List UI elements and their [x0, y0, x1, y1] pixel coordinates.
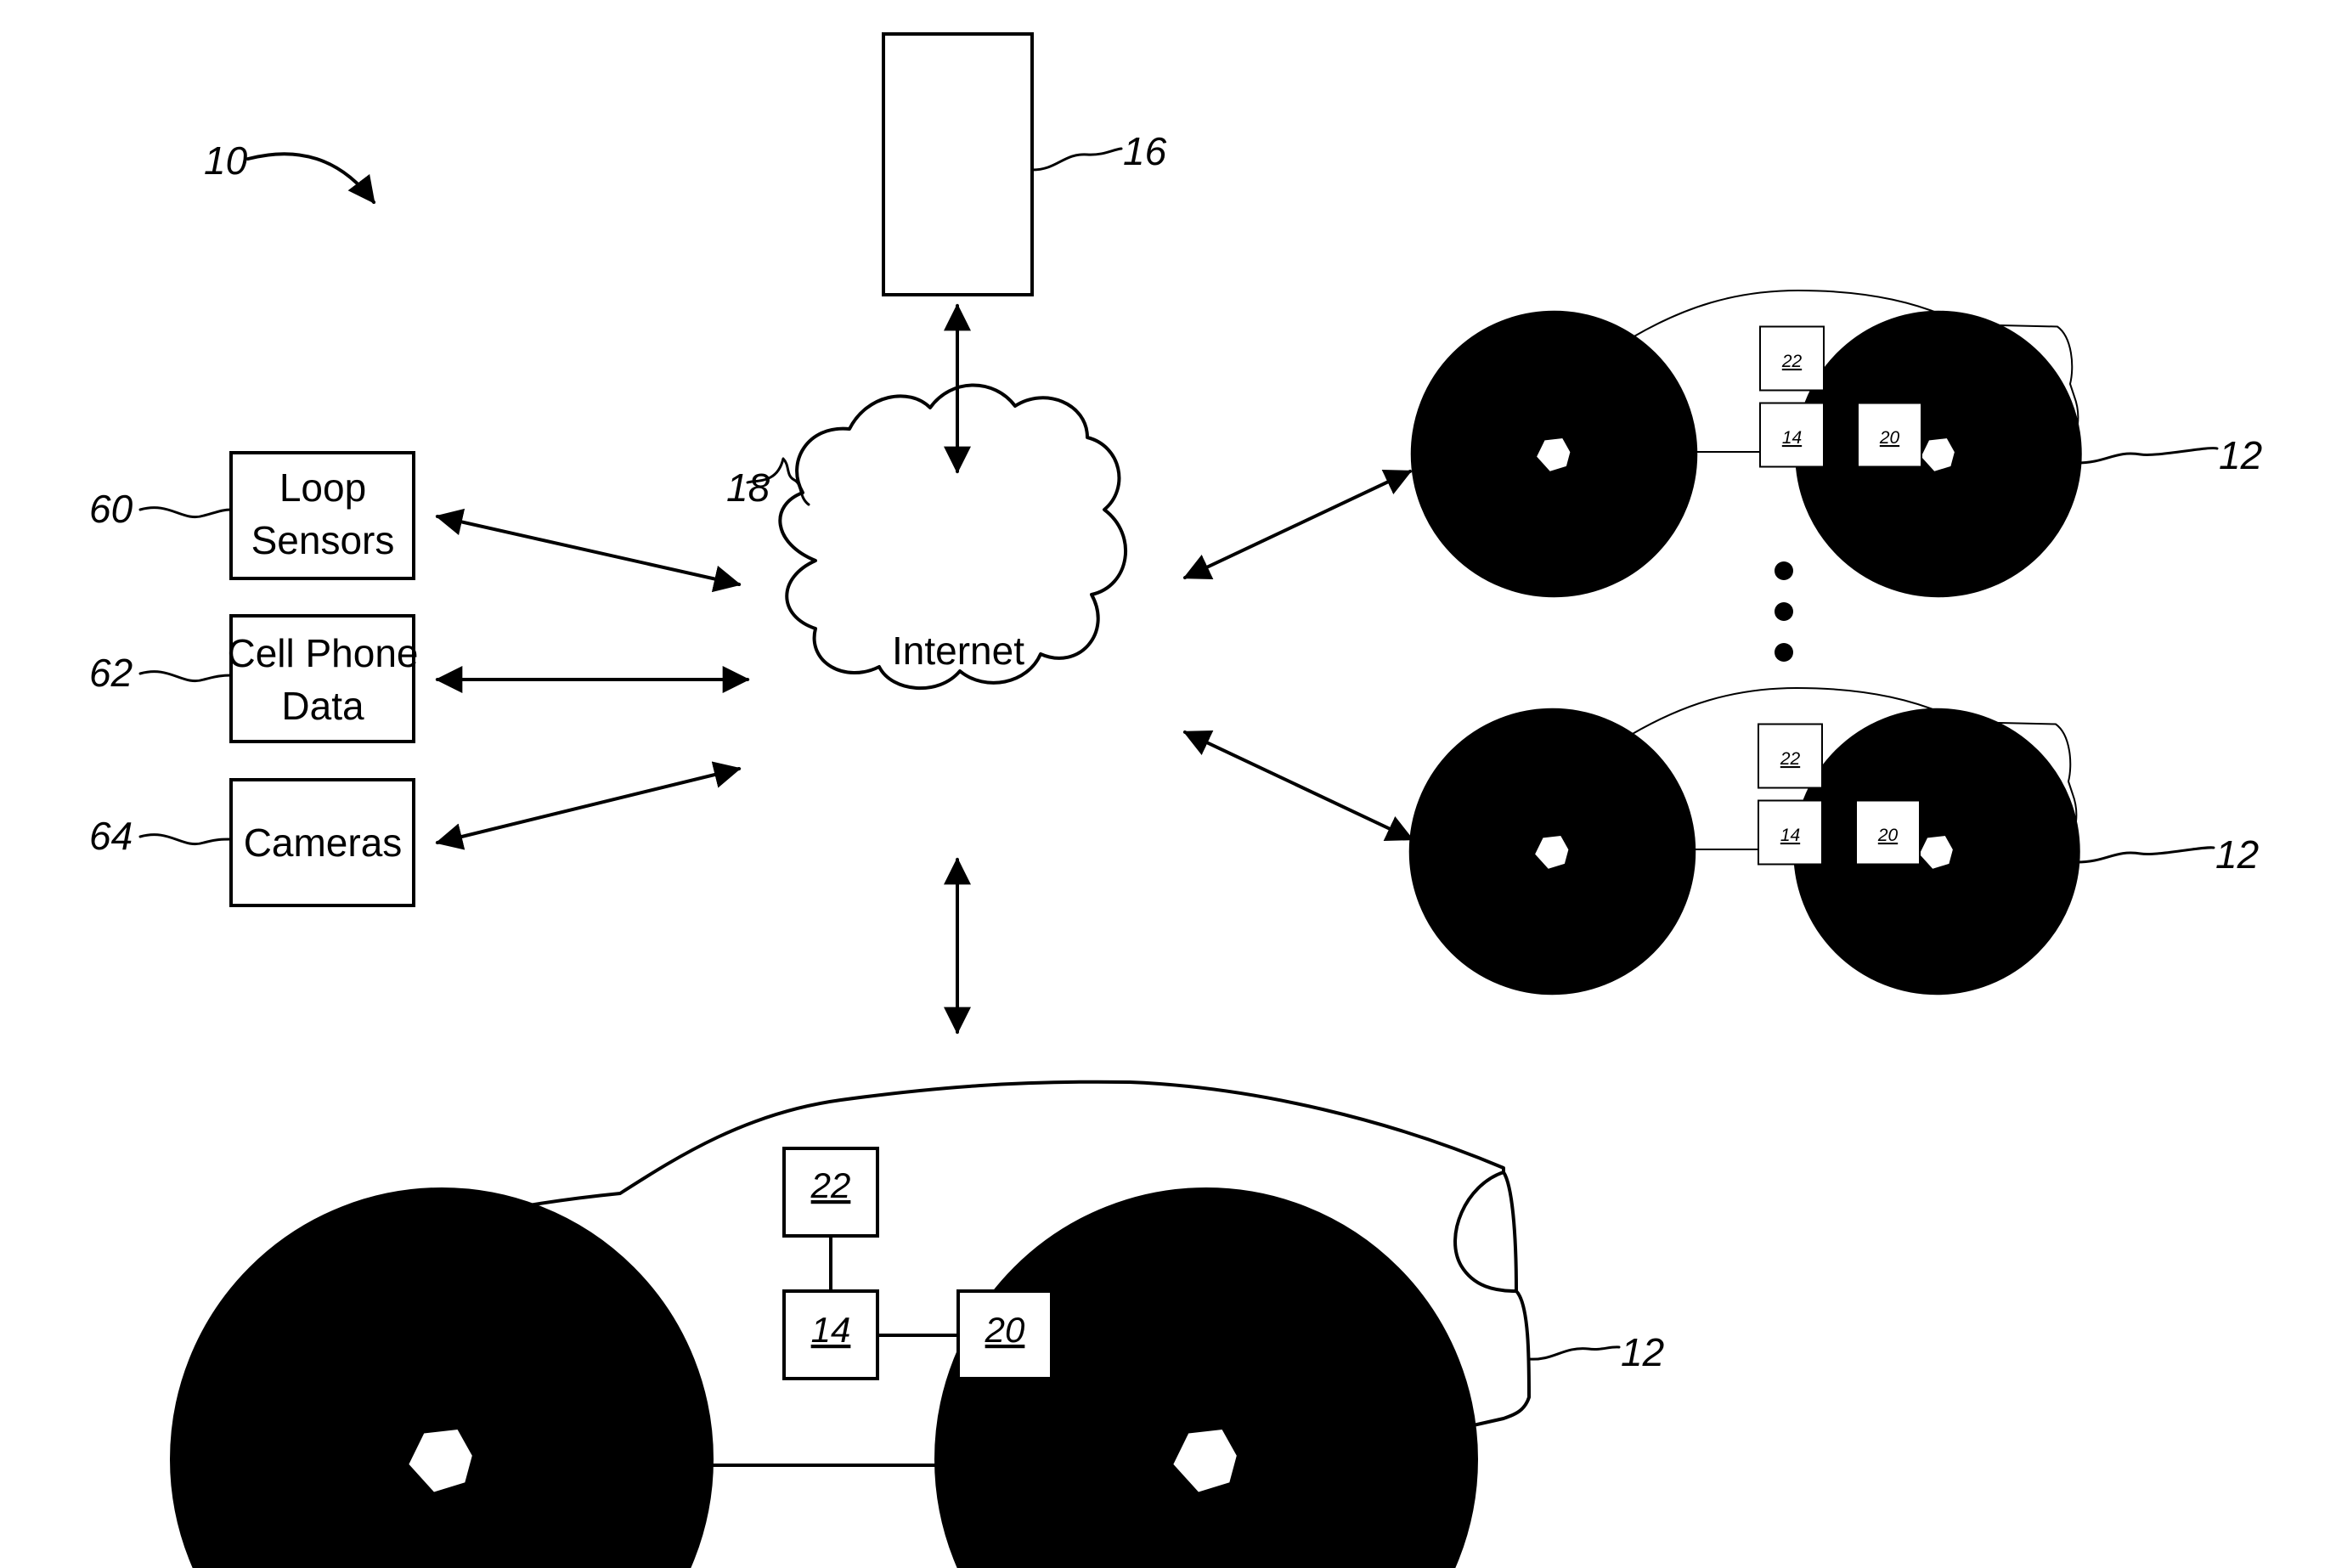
- server-leader-line: [1032, 149, 1121, 170]
- vehicle-bottom-rear-wheel: [1097, 1351, 1315, 1568]
- cell-phone-data-label-line2: Data: [281, 684, 364, 728]
- vehicle-middle-component-20-label: 20: [1877, 826, 1899, 845]
- ref-vehicle-middle-label: 12: [2215, 832, 2259, 877]
- vehicle-top: 22 14 20: [1459, 290, 2078, 511]
- internet-vehicle-top-arrow: [1185, 471, 1410, 578]
- ellipsis-dot: [1775, 561, 1793, 580]
- vehicle-middle-leader-line: [2077, 848, 2214, 862]
- vehicle-bottom-tail-light: [1455, 1172, 1516, 1291]
- cell-phone-data-block: Cell Phone Data 62: [89, 616, 419, 742]
- cameras-leader-line: [140, 835, 231, 844]
- vehicle-bottom-component-22-label: 22: [810, 1165, 851, 1205]
- cell-phone-data-leader-line: [140, 672, 231, 681]
- loop-sensors-block: Loop Sensors 60: [89, 453, 414, 578]
- cameras-internet-arrow: [437, 769, 739, 843]
- system-reference: 10: [204, 138, 374, 202]
- ref-vehicle-bottom-label: 12: [1621, 1330, 1664, 1374]
- system-pointer-arrow: [248, 154, 374, 202]
- cell-phone-data-label-line1: Cell Phone: [227, 631, 418, 675]
- ref-loop-sensors-label: 60: [89, 487, 133, 531]
- vehicle-middle-component-14-label: 14: [1780, 826, 1800, 845]
- ref-vehicle-top-label: 12: [2219, 433, 2262, 477]
- vehicle-top-leader-line: [2077, 448, 2217, 463]
- ref-cell-phone-data-label: 62: [89, 651, 133, 695]
- internet-vehicle-middle-arrow: [1185, 732, 1412, 839]
- loop-sensors-label-line2: Sensors: [251, 518, 395, 562]
- loop-sensors-leader-line: [140, 508, 231, 517]
- vehicle-middle-component-22-label: 22: [1780, 749, 1801, 769]
- ref-server-label: 16: [1123, 129, 1167, 173]
- vehicle-bottom: 22 14 20: [268, 1082, 1529, 1568]
- vehicle-bottom-leader-line: [1529, 1347, 1619, 1359]
- vehicle-top-component-22-label: 22: [1781, 352, 1803, 371]
- server-block: 16: [883, 34, 1167, 295]
- vehicle-middle: 22 14 20: [1457, 688, 2076, 909]
- internet-cloud: Internet 18: [726, 385, 1126, 688]
- vehicle-top-front-wheel: [1497, 397, 1611, 511]
- vehicle-bottom-component-14-label: 14: [811, 1310, 851, 1350]
- vehicle-bottom-front-wheel: [333, 1351, 550, 1568]
- vehicle-bottom-component-20-label: 20: [985, 1310, 1025, 1350]
- vehicle-ellipsis: [1775, 561, 1793, 662]
- loop-sensors-label-line1: Loop: [279, 465, 366, 510]
- ellipsis-dot: [1775, 602, 1793, 621]
- ellipsis-dot: [1775, 643, 1793, 662]
- ref-internet-label: 18: [726, 465, 770, 510]
- ref-cameras-label: 64: [89, 814, 133, 858]
- cameras-block: Cameras 64: [89, 780, 414, 905]
- vehicle-middle-front-wheel: [1495, 794, 1610, 909]
- loop-sensors-internet-arrow: [437, 516, 739, 584]
- cameras-label: Cameras: [244, 821, 403, 865]
- vehicle-top-component-20-label: 20: [1879, 428, 1900, 448]
- internet-label: Internet: [892, 629, 1024, 673]
- vehicle-top-component-14-label: 14: [1782, 428, 1802, 448]
- ref-system-label: 10: [204, 138, 248, 183]
- server-box: [883, 34, 1032, 295]
